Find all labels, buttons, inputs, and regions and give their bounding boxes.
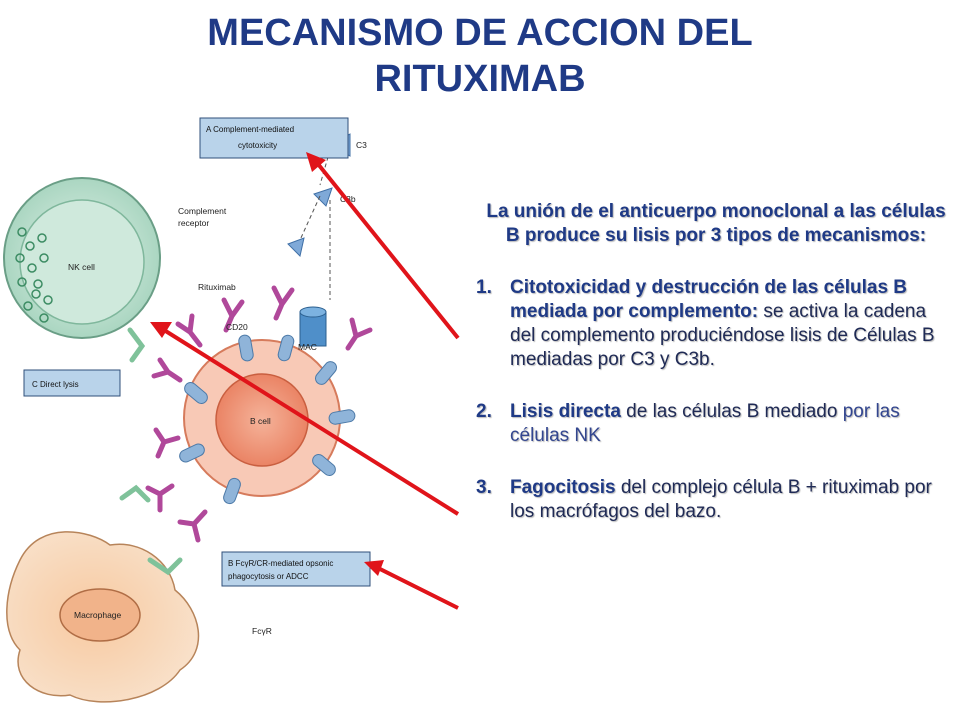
- mac-label: MAC: [298, 342, 317, 352]
- mechanism-description: La unión de el anticuerpo monoclonal a l…: [476, 200, 946, 552]
- item-text-continued: por las células NK: [510, 401, 900, 446]
- mechanism-item-3: 3. Fagocitosis del complejo célula B + r…: [476, 476, 946, 524]
- box-c-direct-lysis: C Direct lysis: [23, 369, 121, 397]
- fc-receptors: [119, 327, 183, 576]
- pointer-arrows: [150, 152, 460, 610]
- fcgr-label: FcγR: [252, 626, 272, 636]
- rituximab-label: Rituximab: [198, 282, 236, 292]
- svg-text:C Direct lysis: C Direct lysis: [32, 380, 79, 389]
- rituximab-mechanism-diagram: NK cell Macrophage B cell MAC: [3, 117, 460, 703]
- mechanism-item-1: 1. Citotoxicidad y destrucción de las cé…: [476, 276, 946, 372]
- svg-text:A Complement-mediated: A Complement-mediated: [206, 125, 294, 134]
- b-cell-label: B cell: [250, 416, 271, 426]
- nk-cell: NK cell: [3, 177, 161, 339]
- intro-text: La unión de el anticuerpo monoclonal a l…: [486, 201, 946, 246]
- item-number: 3.: [476, 477, 492, 498]
- complement-cascade-arrows: [299, 149, 331, 300]
- item-title: Fagocitosis: [510, 477, 616, 498]
- item-text: de las células B mediado: [626, 401, 838, 422]
- item-number: 1.: [476, 277, 492, 298]
- svg-text:phagocytosis or ADCC: phagocytosis or ADCC: [228, 572, 309, 581]
- slide-title: MECANISMO DE ACCION DEL RITUXIMAB: [0, 10, 960, 102]
- item-title: Lisis directa: [510, 401, 621, 422]
- item-title: Citotoxicidad y destrucción de las célul…: [510, 277, 908, 322]
- svg-text:cytotoxicity: cytotoxicity: [238, 141, 277, 150]
- c3-label: C3: [356, 140, 367, 150]
- cd20-label: CD20: [226, 322, 248, 332]
- title-line-2: RITUXIMAB: [374, 58, 586, 100]
- box-a-complement-cytotoxicity: A Complement-mediated cytotoxicity: [199, 117, 349, 159]
- title-line-1: MECANISMO DE ACCION DEL: [207, 12, 753, 54]
- b-cell: B cell: [183, 339, 341, 497]
- item-number: 2.: [476, 401, 492, 422]
- nk-cell-label: NK cell: [68, 262, 95, 272]
- item-text: se activa la cadena del complemento prod…: [510, 301, 935, 370]
- cd20-molecules: [179, 334, 356, 505]
- complement-receptor-label-2: receptor: [178, 218, 209, 228]
- box-b-phagocytosis-adcc: B FcγR/CR-mediated opsonic phagocytosis …: [221, 551, 371, 587]
- mechanism-item-2: 2. Lisis directa de las células B mediad…: [476, 400, 946, 448]
- rituximab-antibodies: [145, 285, 373, 543]
- svg-text:B FcγR/CR-mediated opsonic: B FcγR/CR-mediated opsonic: [228, 559, 333, 568]
- item-text: del complejo célula B + rituximab por lo…: [510, 477, 932, 522]
- mac-complex: MAC: [298, 306, 327, 352]
- macrophage-label: Macrophage: [74, 610, 122, 620]
- complement-receptor-label-1: Complement: [178, 206, 227, 216]
- macrophage-cell: Macrophage: [6, 531, 200, 703]
